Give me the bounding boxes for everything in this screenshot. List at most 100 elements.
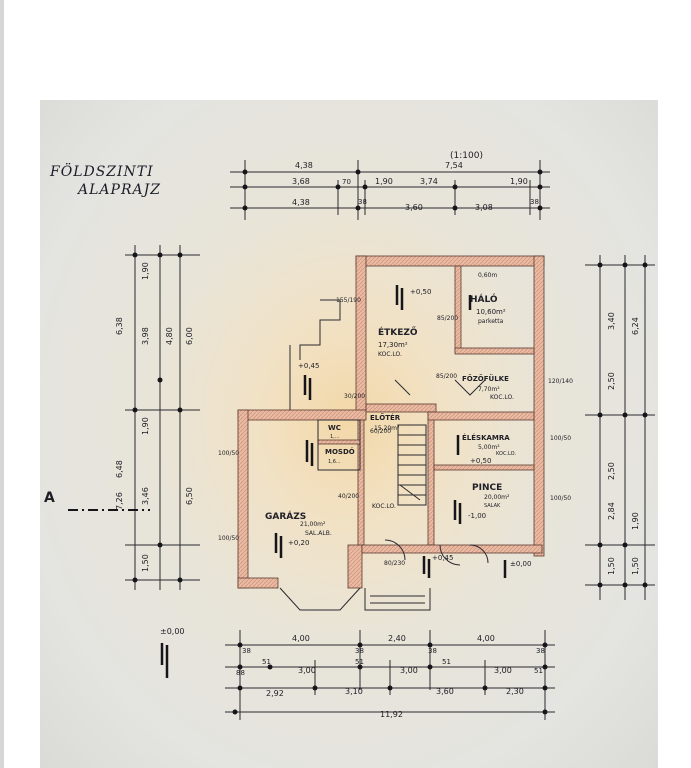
dim-bot-38b: 38: [355, 647, 364, 655]
opening-labels: 155/190 85/200 100/50 30/200 85/200 60/2…: [218, 272, 573, 567]
dim-left-726: 7,26: [115, 492, 124, 510]
room-eloskamra: ÉLÉSKAMRA 5,00m² KOC.LO.: [462, 433, 516, 457]
dim-right-190: 1,90: [631, 512, 640, 530]
opening-060m: 0,60m: [478, 272, 497, 279]
room-garazs-name: GARÁZS: [265, 510, 306, 522]
drawing-title-line1: FÖLDSZINTI: [50, 164, 154, 180]
dim-right-250a: 2,50: [607, 372, 616, 390]
dim-top-190a: 1,90: [375, 177, 393, 186]
dim-bot-300b: 3,00: [400, 666, 418, 675]
room-halo-area: 10,60m²: [476, 308, 506, 316]
dim-left-398: 3,98: [141, 327, 150, 345]
dim-right-250b: 2,50: [607, 462, 616, 480]
dim-top-754: 7,54: [445, 161, 463, 170]
dim-top-374: 3,74: [420, 177, 438, 186]
room-eloskamra-area: 5,00m²: [478, 444, 500, 451]
room-eloter-area: 15,20m²: [374, 425, 400, 432]
dim-right-150b: 1,50: [631, 557, 640, 575]
room-etkezo-area: 17,30m²: [378, 341, 408, 349]
room-fozofulke-floor: KOC.LO.: [490, 394, 514, 401]
dim-left-190b: 1,90: [141, 417, 150, 435]
dim-bot-400a: 4,00: [292, 634, 310, 643]
dim-bot-360: 3,60: [436, 687, 454, 696]
room-pince: PINCE 20,00m² SALAK: [472, 483, 510, 509]
room-wc-name: WC: [328, 424, 341, 432]
room-mosdo-area: 1,6...: [328, 459, 341, 465]
left-dimension-dots: [132, 252, 183, 583]
room-halo-floor: parketta: [478, 318, 504, 325]
opening-85-200a: 85/200: [437, 315, 458, 322]
room-wc: WC 1,...: [328, 424, 341, 440]
dim-top-360: 3,60: [405, 203, 423, 212]
dim-bot-400b: 4,00: [477, 634, 495, 643]
dim-bot-230: 2,30: [506, 687, 524, 696]
dim-top-438b: 4,38: [292, 198, 310, 207]
dim-top-190b: 1,90: [510, 177, 528, 186]
dim-right-150a: 1,50: [607, 557, 616, 575]
dim-left-190a: 1,90: [141, 262, 150, 280]
dim-left-150: 1,50: [141, 554, 150, 572]
room-garazs-floor: SAL.ALB.: [305, 530, 332, 537]
left-dimensions: [125, 245, 200, 590]
room-mosdo-name: MOSDÓ: [325, 447, 355, 456]
dim-top-308: 3,08: [475, 203, 493, 212]
room-eloter: ELŐTÉR 15,20m² KOC.LO.: [370, 413, 401, 510]
room-pince-name: PINCE: [472, 483, 502, 493]
room-halo: HÁLÓ 10,60m² parketta: [470, 293, 506, 325]
dim-top-368: 3,68: [292, 177, 310, 186]
dim-bot-292: 2,92: [266, 689, 284, 698]
section-marker-label: A: [44, 490, 55, 506]
room-fozofulke: FŐZŐFÜLKE 7,70m² KOC.LO.: [462, 374, 514, 401]
opening-60-200: 60/200: [370, 428, 391, 435]
dim-top-38a: 38: [358, 198, 367, 206]
dim-bot-310: 3,10: [345, 687, 363, 696]
top-dimension-dots: [242, 169, 543, 211]
bottom-dimension-dots: [232, 642, 548, 715]
dim-bot-51c: 51: [442, 658, 451, 666]
room-eloskamra-name: ÉLÉSKAMRA: [462, 433, 510, 442]
level-stair: +0,45: [298, 362, 319, 370]
room-garazs-area: 21,00m²: [300, 521, 326, 528]
opening-100-50a: 100/50: [218, 450, 239, 457]
dim-bot-38d: 38: [536, 647, 545, 655]
opening-100-50b: 100/50: [218, 535, 239, 542]
dim-bot-300a: 3,00: [298, 666, 316, 675]
exterior-walls: [237, 255, 545, 589]
dim-bot-38c: 38: [428, 647, 437, 655]
room-etkezo-name: ÉTKEZŐ: [378, 326, 418, 338]
bottom-dimensions: [225, 630, 555, 720]
dim-bot-240: 2,40: [388, 634, 406, 643]
level-etkezo: +0,50: [410, 288, 431, 296]
scale-note: (1:100): [450, 151, 483, 161]
dim-left-638: 6,38: [115, 317, 124, 335]
room-garazs: GARÁZS 21,00m² SAL.ALB.: [265, 510, 332, 537]
dim-bot-51d: 51: [534, 667, 543, 675]
dim-top-38b: 38: [530, 198, 539, 206]
dim-left-480: 4,80: [165, 327, 174, 345]
dim-left-648: 6,48: [115, 460, 124, 478]
top-dimensions: [230, 160, 550, 220]
opening-155-190: 155/190: [336, 297, 361, 304]
dim-bot-total-1192: 11,92: [380, 710, 403, 719]
dim-right-340: 3,40: [607, 312, 616, 330]
dim-left-650: 6,50: [185, 487, 194, 505]
room-fozofulke-name: FŐZŐFÜLKE: [462, 374, 509, 383]
right-dimensions: [585, 255, 655, 600]
opening-100-50c: 100/50: [550, 495, 571, 502]
opening-80-230: 80/230: [384, 560, 405, 567]
dim-left-600: 6,00: [185, 327, 194, 345]
room-eloter-name: ELŐTÉR: [370, 413, 401, 422]
level-eloskamra: +0,50: [470, 457, 491, 465]
opening-40-200: 40/200: [338, 493, 359, 500]
opening-85-200b: 85/200: [436, 373, 457, 380]
drawing-title-line2: ALAPRAJZ: [78, 182, 161, 198]
dim-bot-300c: 3,00: [494, 666, 512, 675]
scan-left-edge: [0, 0, 4, 768]
room-halo-name: HÁLÓ: [470, 293, 498, 305]
dim-right-284: 2,84: [607, 502, 616, 520]
room-eloskamra-floor: KOC.LO.: [496, 451, 516, 457]
room-etkezo: ÉTKEZŐ 17,30m² KOC.LO.: [378, 326, 418, 358]
dim-bot-88: 88: [236, 669, 245, 677]
level-terrace: ±0,00: [510, 560, 531, 568]
